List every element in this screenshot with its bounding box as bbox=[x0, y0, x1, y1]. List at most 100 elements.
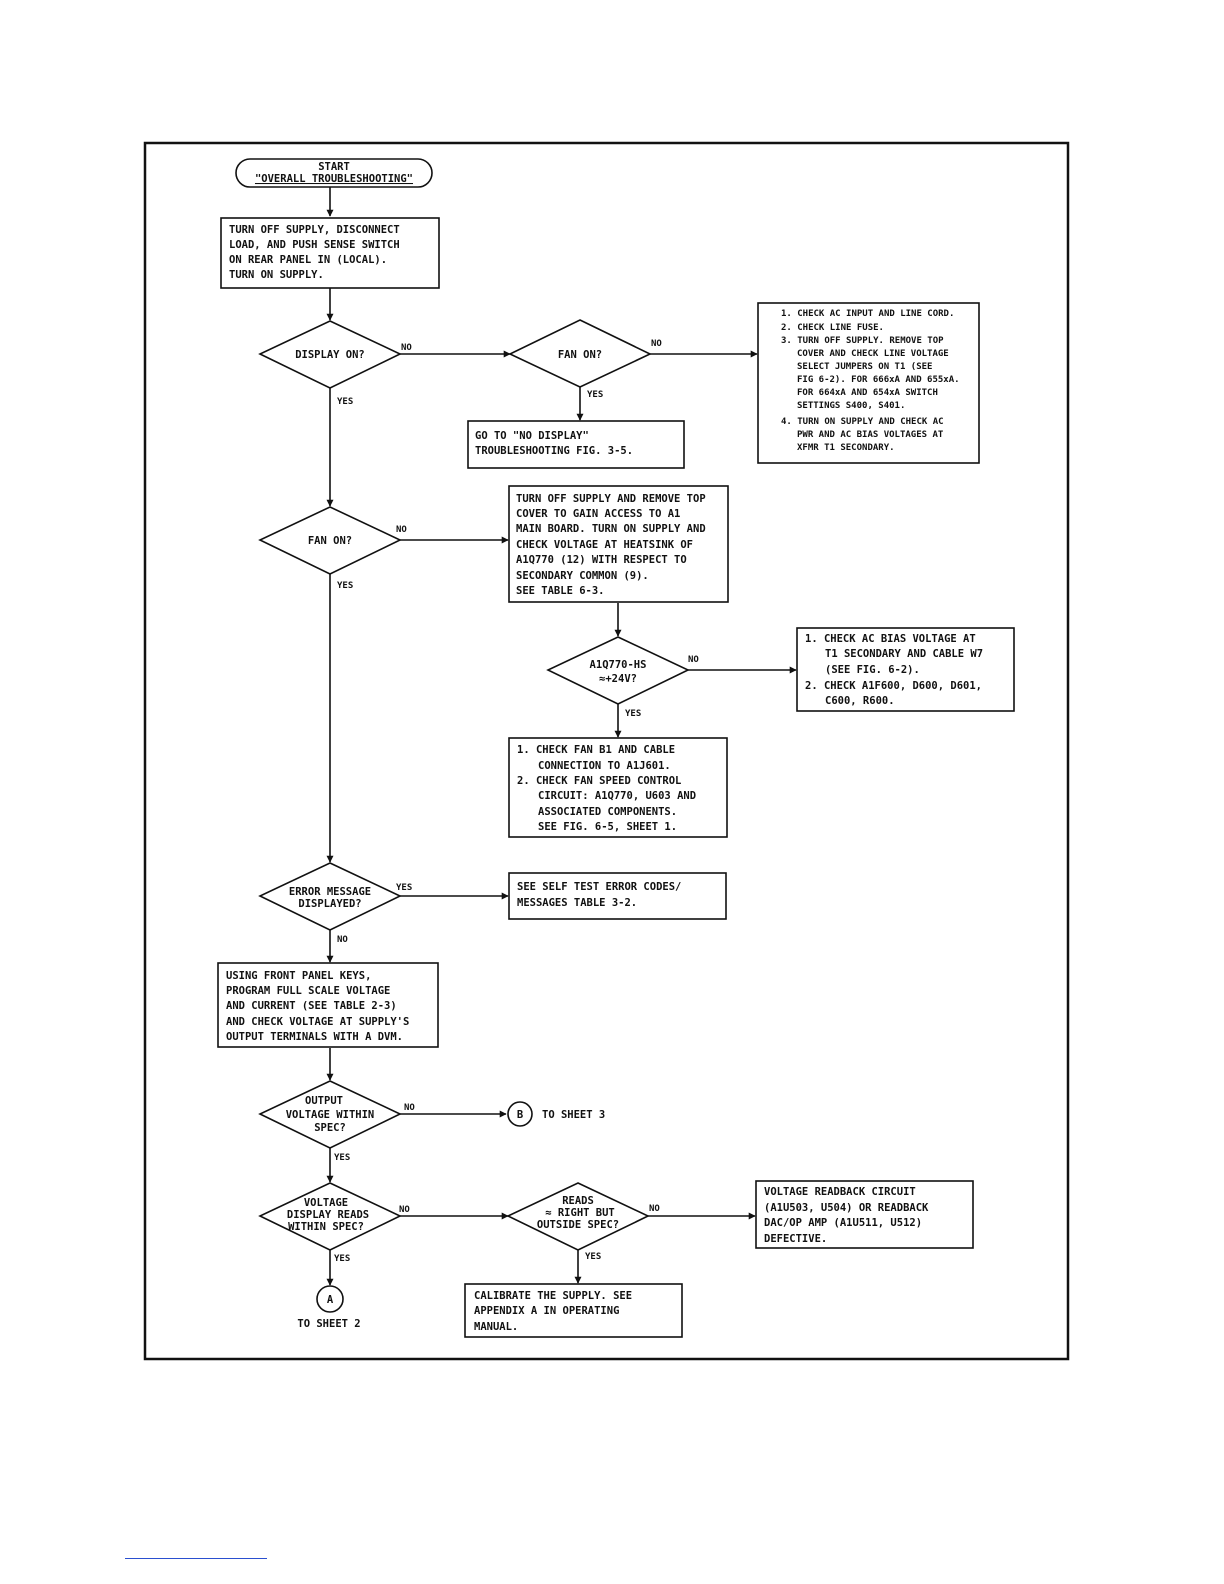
connector-b-label: B bbox=[517, 1109, 523, 1121]
check-ac-input-line-10: PWR AND AC BIAS VOLTAGES AT bbox=[797, 430, 944, 440]
check-ac-input-line-4: COVER AND CHECK LINE VOLTAGE bbox=[797, 349, 949, 359]
check-fan-b1-box: 1. CHECK FAN B1 AND CABLE CONNECTION TO … bbox=[508, 737, 728, 838]
readback-circuit-box: VOLTAGE READBACK CIRCUIT (A1U503, U504) … bbox=[755, 1180, 974, 1249]
start-terminal: START "OVERALL TROUBLESHOOTING" bbox=[235, 158, 433, 188]
error-message-decision: ERROR MESSAGE DISPLAYED? bbox=[258, 862, 402, 931]
footer-rule bbox=[125, 1558, 267, 1559]
check-ac-input-line-7: FOR 664xA AND 654xA SWITCH bbox=[797, 388, 938, 398]
fan-on-1-label: FAN ON? bbox=[558, 349, 602, 361]
reads-right-no-label: NO bbox=[649, 1204, 660, 1214]
check-ac-input-line-5: SELECT JUMPERS ON T1 (SEE bbox=[797, 362, 932, 372]
front-panel-line-4: AND CHECK VOLTAGE AT SUPPLY'S bbox=[226, 1016, 409, 1028]
output-voltage-yes-label: YES bbox=[334, 1153, 350, 1163]
front-panel-line-3: AND CURRENT (SEE TABLE 2-3) bbox=[226, 1000, 397, 1012]
readback-circuit-line-3: DAC/OP AMP (A1U511, U512) bbox=[764, 1217, 922, 1229]
remove-top-cover-line-2: COVER TO GAIN ACCESS TO A1 bbox=[516, 508, 680, 520]
no-display-line-1: GO TO "NO DISPLAY" bbox=[475, 430, 589, 442]
connector-a-label: A bbox=[327, 1294, 334, 1306]
fan-on-1-no-label: NO bbox=[651, 339, 662, 349]
remove-top-cover-line-3: MAIN BOARD. TURN ON SUPPLY AND bbox=[516, 523, 706, 535]
turn-off-supply-line-1: TURN OFF SUPPLY, DISCONNECT bbox=[229, 224, 400, 236]
check-ac-bias-line-2: T1 SECONDARY AND CABLE W7 bbox=[825, 648, 983, 660]
a1q770-decision: A1Q770-HS ≈+24V? bbox=[546, 636, 690, 705]
check-fan-b1-line-3: 2. CHECK FAN SPEED CONTROL bbox=[517, 775, 681, 787]
turn-off-supply-line-2: LOAD, AND PUSH SENSE SWITCH bbox=[229, 239, 400, 251]
display-on-no-label: NO bbox=[401, 343, 412, 353]
check-ac-bias-line-5: C600, R600. bbox=[825, 695, 895, 707]
check-ac-bias-line-3: (SEE FIG. 6-2). bbox=[825, 664, 920, 676]
turn-off-supply-box: TURN OFF SUPPLY, DISCONNECT LOAD, AND PU… bbox=[220, 217, 440, 289]
check-ac-input-line-3: 3. TURN OFF SUPPLY. REMOVE TOP bbox=[781, 336, 944, 346]
turn-off-supply-line-3: ON REAR PANEL IN (LOCAL). bbox=[229, 254, 387, 266]
connector-a: A bbox=[316, 1285, 344, 1313]
front-panel-line-5: OUTPUT TERMINALS WITH A DVM. bbox=[226, 1031, 403, 1043]
error-message-yes-label: YES bbox=[396, 883, 412, 893]
reads-right-line-1: READS bbox=[562, 1195, 594, 1207]
readback-circuit-line-2: (A1U503, U504) OR READBACK bbox=[764, 1202, 929, 1214]
check-fan-b1-line-4: CIRCUIT: A1Q770, U603 AND bbox=[538, 790, 696, 802]
remove-top-cover-line-5: A1Q770 (12) WITH RESPECT TO bbox=[516, 554, 687, 566]
reads-right-decision: READS ≈ RIGHT BUT OUTSIDE SPEC? bbox=[506, 1182, 650, 1251]
check-ac-input-line-1: 1. CHECK AC INPUT AND LINE CORD. bbox=[781, 309, 954, 319]
fan-on-decision-1: FAN ON? bbox=[508, 319, 652, 388]
error-message-line-2: DISPLAYED? bbox=[298, 898, 361, 910]
branch-labels: NO YES NO YES NO YES NO YES YES NO NO YE… bbox=[334, 339, 699, 1264]
reads-right-line-3: OUTSIDE SPEC? bbox=[537, 1219, 619, 1231]
output-voltage-line-2: VOLTAGE WITHIN bbox=[286, 1109, 375, 1121]
check-ac-input-line-11: XFMR T1 SECONDARY. bbox=[797, 443, 895, 453]
front-panel-line-1: USING FRONT PANEL KEYS, bbox=[226, 970, 371, 982]
output-voltage-line-3: SPEC? bbox=[314, 1122, 346, 1134]
self-test-line-2: MESSAGES TABLE 3-2. bbox=[517, 897, 637, 909]
fan-on-decision-2: FAN ON? bbox=[258, 506, 402, 575]
start-line-1: START bbox=[318, 161, 350, 173]
remove-top-cover-box: TURN OFF SUPPLY AND REMOVE TOP COVER TO … bbox=[508, 485, 729, 603]
front-panel-line-2: PROGRAM FULL SCALE VOLTAGE bbox=[226, 985, 390, 997]
remove-top-cover-line-1: TURN OFF SUPPLY AND REMOVE TOP bbox=[516, 493, 706, 505]
check-ac-input-line-6: FIG 6-2). FOR 666xA AND 655xA. bbox=[797, 375, 960, 385]
check-fan-b1-line-2: CONNECTION TO A1J601. bbox=[538, 760, 671, 772]
reads-right-line-2: ≈ RIGHT BUT bbox=[545, 1207, 615, 1219]
a1q770-line-1: A1Q770-HS bbox=[590, 659, 647, 671]
readback-circuit-line-1: VOLTAGE READBACK CIRCUIT bbox=[764, 1186, 916, 1198]
readback-circuit-line-4: DEFECTIVE. bbox=[764, 1233, 827, 1245]
self-test-line-1: SEE SELF TEST ERROR CODES/ bbox=[517, 881, 681, 893]
fan-on-2-yes-label: YES bbox=[337, 581, 353, 591]
voltage-display-decision: VOLTAGE DISPLAY READS WITHIN SPEC? bbox=[258, 1182, 402, 1251]
a1q770-no-label: NO bbox=[688, 655, 699, 665]
start-line-2: "OVERALL TROUBLESHOOTING" bbox=[255, 173, 413, 185]
fan-on-2-label: FAN ON? bbox=[308, 535, 352, 547]
check-fan-b1-line-1: 1. CHECK FAN B1 AND CABLE bbox=[517, 744, 675, 756]
check-fan-b1-line-5: ASSOCIATED COMPONENTS. bbox=[538, 806, 677, 818]
reads-right-yes-label: YES bbox=[585, 1252, 601, 1262]
front-panel-box: USING FRONT PANEL KEYS, PROGRAM FULL SCA… bbox=[217, 962, 439, 1048]
no-display-line-2: TROUBLESHOOTING FIG. 3-5. bbox=[475, 445, 633, 457]
to-sheet-3-label: TO SHEET 3 bbox=[542, 1109, 605, 1121]
calibrate-line-1: CALIBRATE THE SUPPLY. SEE bbox=[474, 1290, 632, 1302]
check-ac-input-box: 1. CHECK AC INPUT AND LINE CORD. 2. CHEC… bbox=[757, 302, 980, 464]
diagram-frame bbox=[143, 141, 1070, 1361]
check-ac-bias-line-4: 2. CHECK A1F600, D600, D601, bbox=[805, 680, 982, 692]
display-on-decision: DISPLAY ON? bbox=[258, 320, 402, 389]
error-message-no-label: NO bbox=[337, 935, 348, 945]
remove-top-cover-line-7: SEE TABLE 6-3. bbox=[516, 585, 605, 597]
remove-top-cover-line-6: SECONDARY COMMON (9). bbox=[516, 570, 649, 582]
a1q770-line-2: ≈+24V? bbox=[599, 673, 637, 685]
calibrate-box: CALIBRATE THE SUPPLY. SEE APPENDIX A IN … bbox=[464, 1283, 683, 1338]
check-ac-input-line-2: 2. CHECK LINE FUSE. bbox=[781, 323, 884, 333]
voltage-display-no-label: NO bbox=[399, 1205, 410, 1215]
a1q770-yes-label: YES bbox=[625, 709, 641, 719]
no-display-box: GO TO "NO DISPLAY" TROUBLESHOOTING FIG. … bbox=[467, 420, 685, 469]
voltage-display-line-1: VOLTAGE bbox=[304, 1197, 348, 1209]
fan-on-1-yes-label: YES bbox=[587, 390, 603, 400]
output-voltage-no-label: NO bbox=[404, 1103, 415, 1113]
connector-lines bbox=[326, 187, 797, 1286]
check-ac-input-line-8: SETTINGS S400, S401. bbox=[797, 401, 905, 411]
self-test-box: SEE SELF TEST ERROR CODES/ MESSAGES TABL… bbox=[508, 872, 727, 920]
connector-b: B bbox=[507, 1101, 533, 1127]
calibrate-line-3: MANUAL. bbox=[474, 1321, 518, 1333]
check-ac-input-line-9: 4. TURN ON SUPPLY AND CHECK AC bbox=[781, 417, 944, 427]
display-on-label: DISPLAY ON? bbox=[295, 349, 365, 361]
calibrate-line-2: APPENDIX A IN OPERATING bbox=[474, 1305, 619, 1317]
check-fan-b1-line-6: SEE FIG. 6-5, SHEET 1. bbox=[538, 821, 677, 833]
